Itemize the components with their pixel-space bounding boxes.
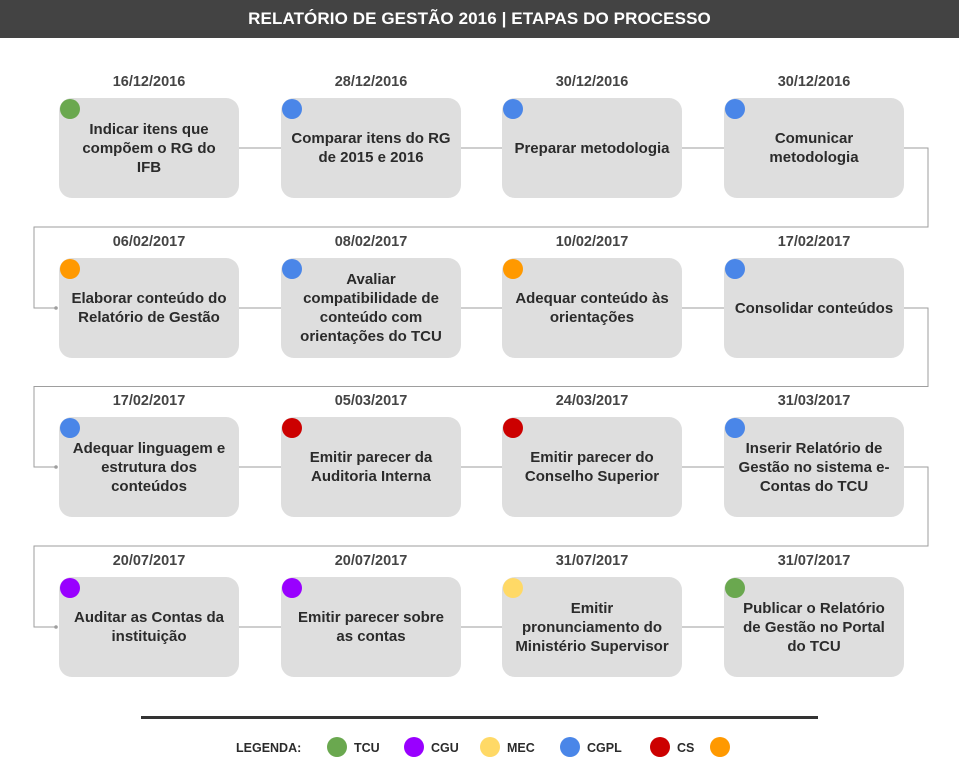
step-label: Adequar linguagem e estrutura dos conteú… xyxy=(72,439,226,495)
row-wrap-connector xyxy=(33,147,929,309)
step-label: Emitir parecer sobre as contas xyxy=(298,609,444,645)
process-step: Adequar linguagem e estrutura dos conteú… xyxy=(59,417,239,517)
step-label: Elaborar conteúdo do Relatório de Gestão xyxy=(71,290,227,326)
connector-endpoint xyxy=(54,465,58,469)
step-label: Comunicar metodologia xyxy=(769,130,859,166)
status-dot-icon xyxy=(282,99,302,119)
step-date: 06/02/2017 xyxy=(112,234,186,250)
status-dot-icon xyxy=(60,418,80,438)
step-date: 28/12/2016 xyxy=(334,74,408,90)
legend-dot-icon xyxy=(650,737,670,757)
status-dot-icon xyxy=(282,418,302,438)
step-label: Avaliar compatibilidade de conteúdo com … xyxy=(300,271,442,345)
process-step: Emitir parecer da Auditoria Interna xyxy=(281,417,461,517)
process-step: Indicar itens que compõem o RG do IFB xyxy=(59,98,239,198)
process-step: Comparar itens do RG de 2015 e 2016 xyxy=(281,98,461,198)
status-dot-icon xyxy=(503,418,523,438)
process-step: Elaborar conteúdo do Relatório de Gestão xyxy=(59,258,239,358)
status-dot-icon xyxy=(725,418,745,438)
row-wrap-connector xyxy=(33,466,929,628)
step-date: 31/07/2017 xyxy=(777,553,851,569)
process-step: Preparar metodologia xyxy=(502,98,682,198)
page-title: RELATÓRIO DE GESTÃO 2016 | ETAPAS DO PRO… xyxy=(0,0,959,38)
step-label: Emitir pronunciamento do Ministério Supe… xyxy=(515,599,669,655)
legend-label: TCU xyxy=(354,741,380,755)
status-dot-icon xyxy=(60,259,80,279)
legend-divider xyxy=(141,716,818,719)
step-label: Publicar o Relatório de Gestão no Portal… xyxy=(743,599,885,655)
process-step: Inserir Relatório de Gestão no sistema e… xyxy=(724,417,904,517)
legend-label: CGU xyxy=(431,741,459,755)
status-dot-icon xyxy=(503,578,523,598)
step-label: Emitir parecer do Conselho Superior xyxy=(524,449,660,485)
step-label: Consolidar conteúdos xyxy=(734,299,894,317)
connector-endpoint xyxy=(54,625,58,629)
legend-dot-icon xyxy=(710,737,730,757)
process-step: Avaliar compatibilidade de conteúdo com … xyxy=(281,258,461,358)
status-dot-icon xyxy=(282,578,302,598)
process-step: Adequar conteúdo às orientações xyxy=(502,258,682,358)
row-wrap-connector xyxy=(33,307,929,468)
step-date: 20/07/2017 xyxy=(334,553,408,569)
process-step: Consolidar conteúdos xyxy=(724,258,904,358)
step-date: 05/03/2017 xyxy=(334,393,408,409)
step-date: 20/07/2017 xyxy=(112,553,186,569)
status-dot-icon xyxy=(282,259,302,279)
legend-dot-icon xyxy=(480,737,500,757)
step-label: Comparar itens do RG de 2015 e 2016 xyxy=(291,130,451,166)
status-dot-icon xyxy=(60,99,80,119)
step-date: 30/12/2016 xyxy=(555,74,629,90)
step-date: 17/02/2017 xyxy=(777,234,851,250)
step-date: 24/03/2017 xyxy=(555,393,629,409)
step-label: Inserir Relatório de Gestão no sistema e… xyxy=(738,439,890,495)
step-date: 31/07/2017 xyxy=(555,553,629,569)
status-dot-icon xyxy=(503,99,523,119)
legend-label: CGPL xyxy=(587,741,622,755)
process-step: Publicar o Relatório de Gestão no Portal… xyxy=(724,577,904,677)
process-step: Emitir parecer sobre as contas xyxy=(281,577,461,677)
step-date: 30/12/2016 xyxy=(777,74,851,90)
process-step: Emitir pronunciamento do Ministério Supe… xyxy=(502,577,682,677)
process-step: Emitir parecer do Conselho Superior xyxy=(502,417,682,517)
step-date: 17/02/2017 xyxy=(112,393,186,409)
process-step: Auditar as Contas da instituição xyxy=(59,577,239,677)
step-label: Indicar itens que compõem o RG do IFB xyxy=(82,120,216,176)
status-dot-icon xyxy=(725,259,745,279)
legend: LEGENDA: TCU CGU MEC CGPL CS xyxy=(0,737,959,759)
legend-label: CS xyxy=(677,741,695,755)
legend-title: LEGENDA: xyxy=(236,741,302,755)
legend-dot-icon xyxy=(404,737,424,757)
connector-endpoint xyxy=(54,306,58,310)
status-dot-icon xyxy=(60,578,80,598)
status-dot-icon xyxy=(725,578,745,598)
step-label: Preparar metodologia xyxy=(514,139,670,157)
step-date: 08/02/2017 xyxy=(334,234,408,250)
step-date: 10/02/2017 xyxy=(555,234,629,250)
legend-dot-icon xyxy=(327,737,347,757)
status-dot-icon xyxy=(725,99,745,119)
legend-dot-icon xyxy=(560,737,580,757)
step-label: Auditar as Contas da instituição xyxy=(73,609,225,645)
step-date: 31/03/2017 xyxy=(777,393,851,409)
status-dot-icon xyxy=(503,259,523,279)
step-label: Emitir parecer da Auditoria Interna xyxy=(309,449,433,485)
legend-label: MEC xyxy=(507,741,535,755)
step-label: Adequar conteúdo às orientações xyxy=(515,290,669,326)
process-step: Comunicar metodologia xyxy=(724,98,904,198)
step-date: 16/12/2016 xyxy=(112,74,186,90)
